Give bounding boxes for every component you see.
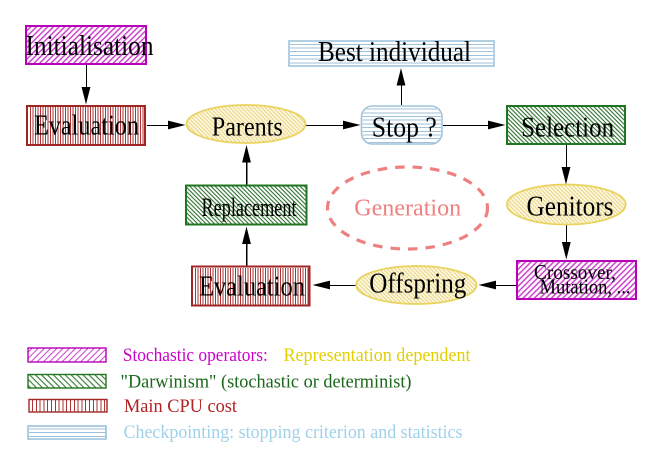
svg-text:Evaluation: Evaluation <box>34 110 139 141</box>
svg-text:Mutation, ...: Mutation, ... <box>540 275 631 299</box>
svg-text:Checkpointing: stopping criter: Checkpointing: stopping criterion and st… <box>124 423 463 443</box>
svg-text:Main CPU cost: Main CPU cost <box>124 397 238 417</box>
svg-text:Offspring: Offspring <box>369 269 466 300</box>
svg-text:Best individual: Best individual <box>318 37 471 68</box>
svg-text:Evaluation: Evaluation <box>199 272 305 303</box>
svg-text:Crossover,: Crossover, <box>534 260 616 284</box>
svg-text:Selection: Selection <box>521 112 614 143</box>
svg-text:Stop ?: Stop ? <box>372 112 437 143</box>
svg-text:Replacement: Replacement <box>202 192 297 222</box>
svg-text:"Darwinism" (stochastic or det: "Darwinism" (stochastic or determinist) <box>121 373 412 393</box>
svg-text:Initialisation: Initialisation <box>26 31 154 62</box>
svg-text:Generation: Generation <box>354 194 461 221</box>
svg-text:Parents: Parents <box>212 111 283 142</box>
svg-text:Stochastic operators:: Stochastic operators: <box>123 346 268 366</box>
svg-text:Genitors: Genitors <box>527 191 614 222</box>
svg-text:Representation dependent: Representation dependent <box>284 346 472 366</box>
